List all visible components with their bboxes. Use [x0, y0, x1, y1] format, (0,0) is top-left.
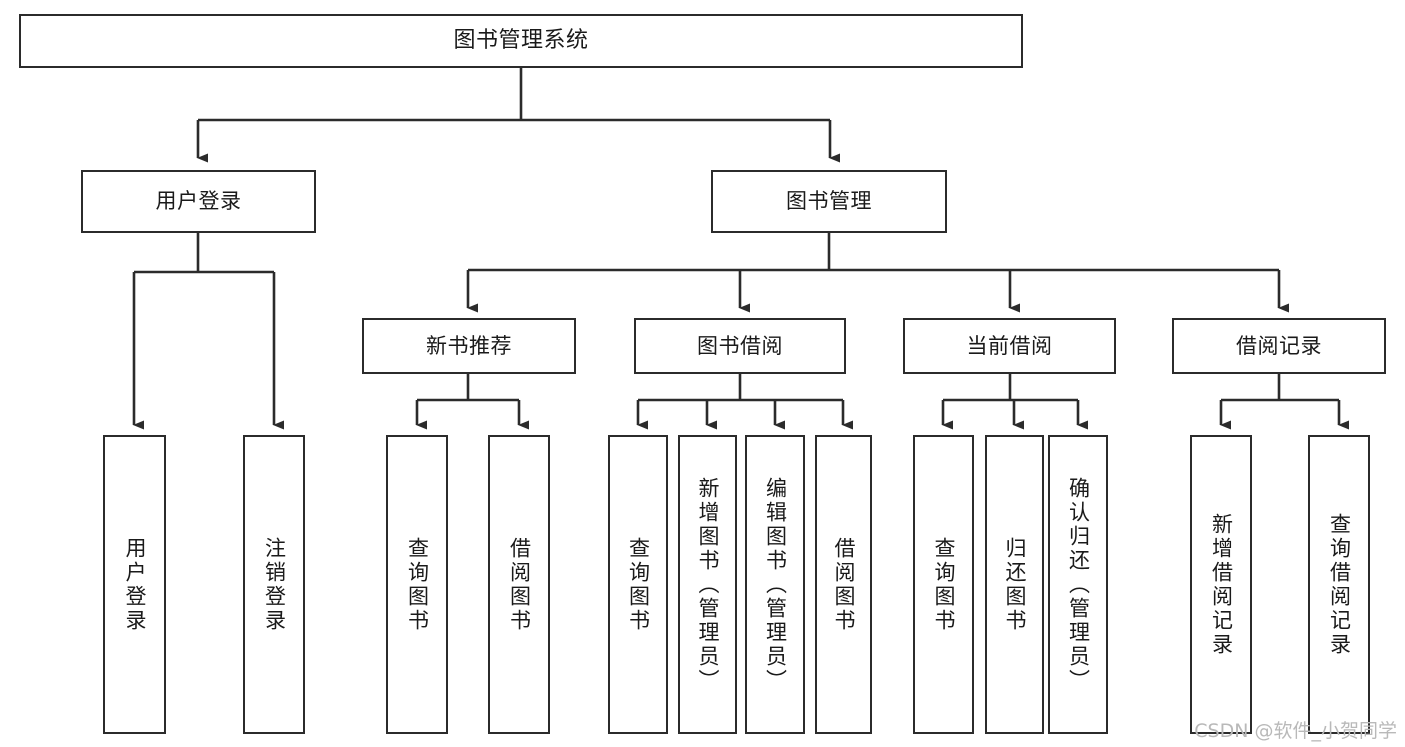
node-book-management-label: 图书管理: [786, 189, 872, 214]
node-leaf-query-book-3[interactable]: 查询图书: [913, 435, 974, 734]
node-new-book-recommend-label: 新书推荐: [426, 333, 512, 358]
node-leaf-borrow-book-1-label: 借阅图书: [507, 536, 532, 633]
node-leaf-query-book-1[interactable]: 查询图书: [386, 435, 448, 734]
node-root-label: 图书管理系统: [453, 28, 589, 54]
node-leaf-borrow-book-2-label: 借阅图书: [832, 536, 856, 633]
node-leaf-return-book-label: 归还图书: [1003, 536, 1027, 633]
node-leaf-user-login-label: 用户登录: [123, 536, 147, 633]
node-borrow-record-label: 借阅记录: [1236, 333, 1322, 358]
node-user-login-label: 用户登录: [155, 189, 242, 214]
node-leaf-borrow-book-2[interactable]: 借阅图书: [815, 435, 872, 734]
node-leaf-query-borrow-record[interactable]: 查询借阅记录: [1308, 435, 1370, 734]
node-new-book-recommend[interactable]: 新书推荐: [362, 318, 576, 374]
node-leaf-add-borrow-record[interactable]: 新增借阅记录: [1190, 435, 1252, 734]
node-root[interactable]: 图书管理系统: [19, 14, 1023, 68]
node-book-borrow[interactable]: 图书借阅: [634, 318, 846, 374]
node-book-borrow-label: 图书借阅: [697, 333, 783, 358]
node-current-borrow-label: 当前借阅: [966, 333, 1053, 358]
node-leaf-query-book-1-label: 查询图书: [405, 536, 430, 633]
node-leaf-return-book[interactable]: 归还图书: [985, 435, 1044, 734]
csdn-watermark: CSDN @软件_小贺同学: [1194, 720, 1397, 742]
node-user-login[interactable]: 用户登录: [81, 170, 316, 233]
node-leaf-edit-book-admin[interactable]: 编辑图书（管理员）: [745, 435, 805, 734]
node-book-management[interactable]: 图书管理: [711, 170, 947, 233]
node-leaf-user-login[interactable]: 用户登录: [103, 435, 166, 734]
node-leaf-add-borrow-record-label: 新增借阅记录: [1209, 512, 1234, 657]
node-leaf-query-book-2[interactable]: 查询图书: [608, 435, 668, 734]
node-borrow-record[interactable]: 借阅记录: [1172, 318, 1386, 374]
node-leaf-confirm-return-admin-label: 确认归还（管理员）: [1066, 476, 1091, 693]
node-leaf-add-book-admin[interactable]: 新增图书（管理员）: [678, 435, 737, 734]
node-leaf-borrow-book-1[interactable]: 借阅图书: [488, 435, 550, 734]
node-leaf-query-book-2-label: 查询图书: [626, 536, 651, 633]
node-current-borrow[interactable]: 当前借阅: [903, 318, 1116, 374]
node-leaf-query-borrow-record-label: 查询借阅记录: [1327, 512, 1352, 657]
node-leaf-add-book-admin-label: 新增图书（管理员）: [696, 476, 720, 693]
node-leaf-edit-book-admin-label: 编辑图书（管理员）: [763, 476, 788, 693]
node-leaf-query-book-3-label: 查询图书: [932, 536, 956, 633]
node-leaf-logout-login-label: 注销登录: [262, 536, 287, 633]
node-leaf-logout-login[interactable]: 注销登录: [243, 435, 305, 734]
node-leaf-confirm-return-admin[interactable]: 确认归还（管理员）: [1048, 435, 1108, 734]
